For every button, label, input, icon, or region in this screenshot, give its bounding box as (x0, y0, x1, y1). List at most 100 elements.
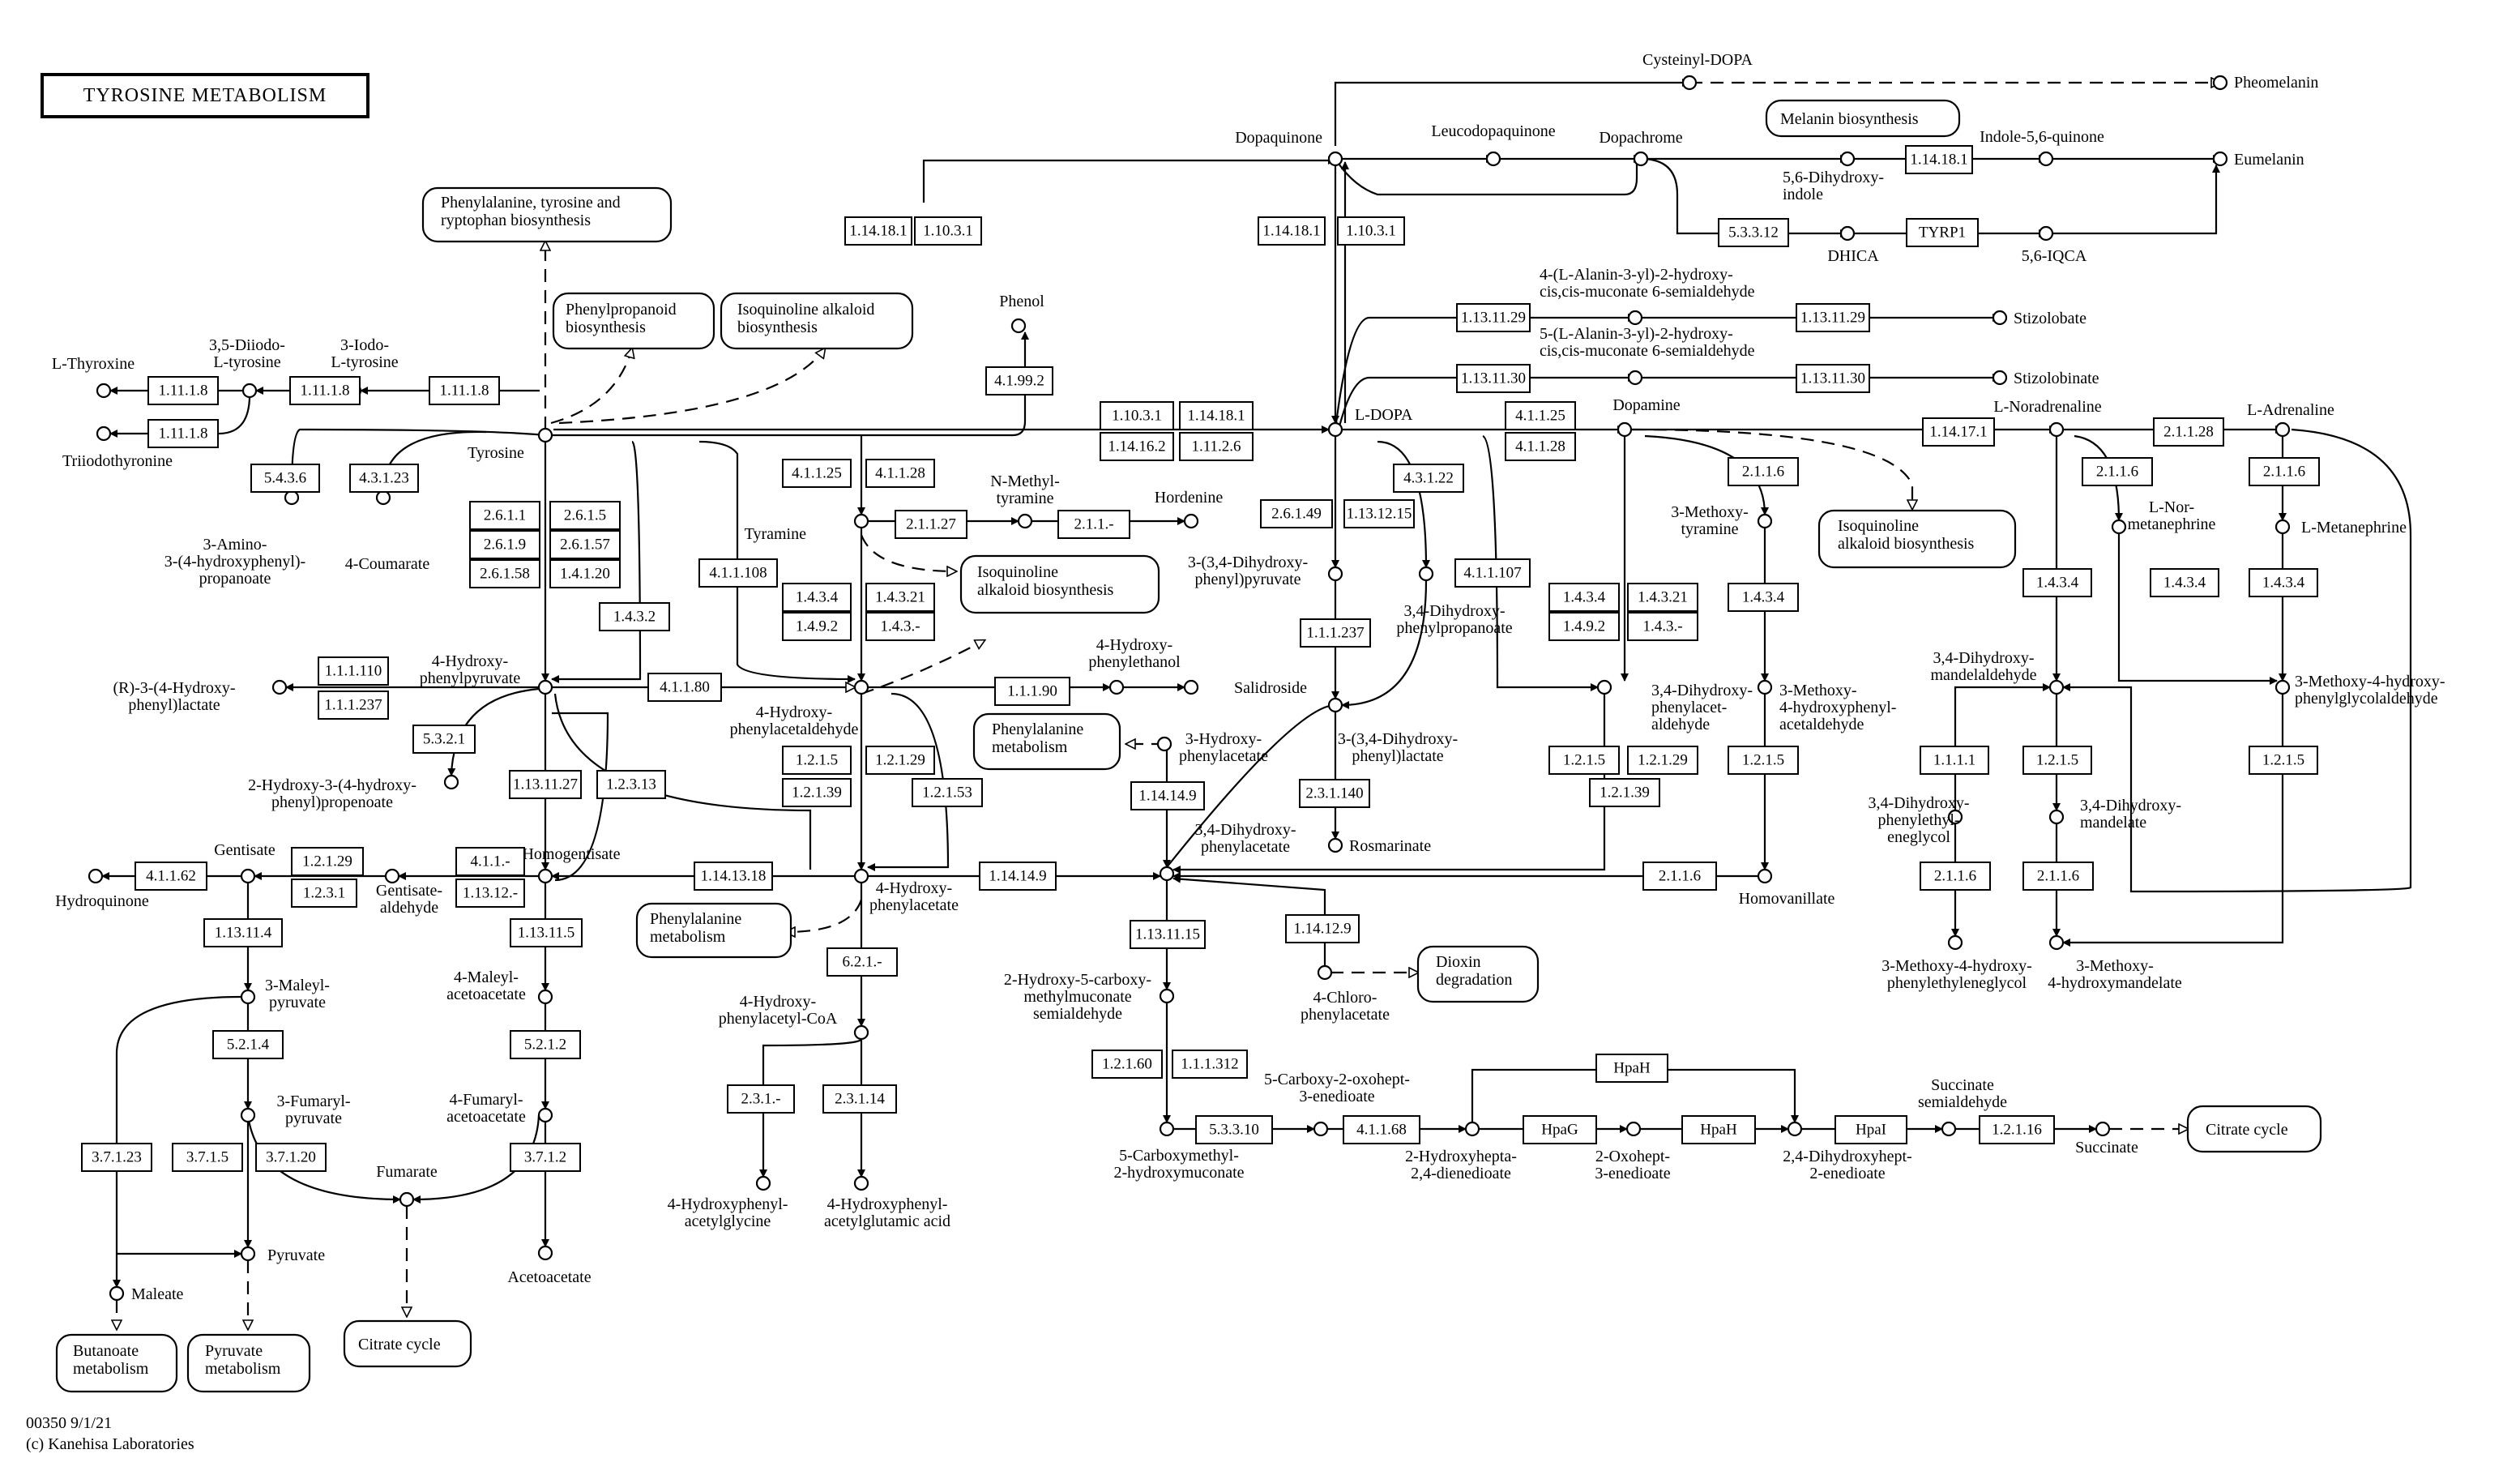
compound-ldopa[interactable]: L-DOPA (1327, 406, 1413, 438)
enzyme-box[interactable]: 4.1.1.107 (1454, 558, 1531, 588)
enzyme-box[interactable]: 1.14.18.1 (1258, 216, 1326, 246)
enzyme-box[interactable]: 5.3.3.12 (1718, 218, 1789, 247)
pathway-link-citrate1[interactable]: Citrate cycle (2186, 1105, 2322, 1153)
compound-node[interactable] (1839, 151, 1856, 167)
enzyme-box[interactable]: 1.14.18.1 (1905, 145, 1973, 174)
enzyme-box[interactable]: 1.4.3.4 (782, 583, 852, 612)
enzyme-box[interactable]: 2.1.1.6 (1920, 862, 1991, 891)
compound-node[interactable] (375, 490, 391, 506)
compound-node[interactable] (2212, 75, 2228, 91)
compound-nmethyltyramine[interactable]: N-Methyl-tyramine (990, 472, 1060, 529)
enzyme-box[interactable]: 1.1.1.1 (1920, 746, 1989, 775)
enzyme-box[interactable]: 1.4.3.4 (2022, 568, 2092, 597)
compound-node[interactable] (1839, 225, 1856, 242)
compound-chlorophenylacetate[interactable]: 4-Chloro-phenylacetate (1301, 964, 1390, 1024)
compound-coumarate[interactable]: 4-Coumarate (345, 490, 430, 573)
compound-triiodo[interactable]: Triiodothyronine (62, 425, 173, 470)
compound-node[interactable] (271, 679, 288, 695)
compound-node[interactable] (1617, 421, 1633, 438)
compound-methoxytyramine[interactable]: 3-Methoxy-tyramine (1671, 503, 1773, 538)
enzyme-box[interactable]: 2.6.1.5 (549, 501, 621, 530)
compound-node[interactable] (1327, 697, 1343, 713)
enzyme-box[interactable]: 5.4.3.6 (250, 464, 320, 493)
enzyme-box[interactable]: 1.14.17.1 (1922, 417, 1995, 447)
enzyme-box[interactable]: 1.2.1.5 (782, 746, 852, 775)
compound-node[interactable] (1992, 310, 2008, 326)
compound-node[interactable] (1485, 151, 1501, 167)
enzyme-box[interactable]: 1.2.1.60 (1091, 1050, 1163, 1079)
enzyme-box[interactable]: 4.1.99.2 (985, 366, 1053, 395)
compound-node[interactable] (1627, 310, 1643, 326)
compound-dhpacetaldehyde[interactable]: 3,4-Dihydroxy-phenylacet-aldehyde (1596, 679, 1753, 733)
enzyme-box[interactable]: HpaH (1595, 1054, 1668, 1083)
compound-node[interactable] (284, 490, 300, 506)
compound-node[interactable] (1941, 1121, 1957, 1137)
compound-fumarate[interactable]: Fumarate (376, 1163, 438, 1208)
compound-node[interactable] (537, 868, 553, 884)
enzyme-box[interactable]: 1.14.14.9 (979, 862, 1057, 891)
compound-node[interactable] (1108, 679, 1125, 695)
enzyme-box[interactable]: 1.4.3.21 (865, 583, 935, 612)
compound-hpacetate3[interactable]: 3-Hydroxy-phenylacetate (1156, 730, 1268, 765)
enzyme-box[interactable]: 4.1.1.80 (647, 673, 722, 702)
enzyme-box[interactable]: 4.1.1.25 (1505, 401, 1576, 430)
enzyme-box[interactable]: 1.4.3.21 (1627, 583, 1698, 612)
compound-node[interactable] (88, 868, 104, 884)
compound-dihydroxyhept[interactable]: 2,4-Dihydroxyhept-2-enedioate (1783, 1121, 1912, 1182)
enzyme-box[interactable]: 1.1.1.312 (1172, 1050, 1248, 1079)
compound-maleate[interactable]: Maleate (109, 1285, 184, 1303)
enzyme-box[interactable]: 1.13.12.- (455, 879, 525, 908)
enzyme-box[interactable]: 2.3.1.- (727, 1084, 795, 1114)
compound-hydroxyhepta[interactable]: 2-Hydroxyhepta-2,4-dienedioate (1405, 1121, 1517, 1182)
enzyme-box[interactable]: 1.2.1.5 (2249, 746, 2318, 775)
compound-oxohept[interactable]: 2-Oxohept-3-enedioate (1595, 1121, 1671, 1182)
compound-pyruvate[interactable]: Pyruvate (240, 1246, 325, 1264)
enzyme-box[interactable]: 2.1.1.6 (1642, 862, 1717, 891)
enzyme-box[interactable]: 4.1.1.- (455, 847, 525, 876)
compound-hpp[interactable]: 4-Hydroxy-phenylpyruvate (420, 652, 553, 695)
compound-dopaquinone[interactable]: Dopaquinone (1235, 129, 1343, 167)
enzyme-box[interactable]: 1.1.1.237 (1300, 618, 1371, 648)
enzyme-box[interactable]: 1.11.1.8 (289, 376, 361, 405)
enzyme-box[interactable]: 1.13.11.29 (1456, 303, 1531, 332)
compound-node[interactable] (1017, 513, 1033, 529)
enzyme-box[interactable]: 4.1.1.108 (698, 558, 778, 588)
compound-node[interactable] (2048, 934, 2065, 951)
enzyme-box[interactable]: 1.1.1.110 (318, 656, 389, 686)
enzyme-box[interactable]: 1.2.1.29 (865, 746, 935, 775)
compound-fumarylacetoacetate[interactable]: 4-Fumaryl-acetoacetate (446, 1091, 553, 1126)
compound-node[interactable] (384, 868, 400, 884)
enzyme-box[interactable]: 2.1.1.6 (2022, 862, 2094, 891)
enzyme-box[interactable]: 2.1.1.- (1057, 510, 1130, 539)
compound-hordenine[interactable]: Hordenine (1155, 489, 1224, 529)
compound-node[interactable] (2038, 151, 2054, 167)
compound-hpacetate4[interactable]: 4-Hydroxy-phenylacetate (853, 868, 959, 914)
compound-node[interactable] (853, 1175, 869, 1191)
compound-acetoacetate[interactable]: Acetoacetate (507, 1245, 592, 1286)
enzyme-box[interactable]: 1.13.11.27 (509, 770, 582, 799)
enzyme-box[interactable]: 1.11.1.8 (147, 419, 219, 448)
compound-thyroxine[interactable]: L-Thyroxine (52, 355, 135, 399)
enzyme-box[interactable]: HpaH (1681, 1115, 1756, 1144)
compound-amino[interactable]: 3-Amino-3-(4-hydroxyphenyl)-propanoate (164, 490, 305, 588)
enzyme-box[interactable]: 1.4.3.- (865, 612, 935, 641)
compound-acetylglutamic[interactable]: 4-Hydroxyphenyl-acetylglutamic acid (824, 1175, 950, 1230)
compound-dhi[interactable]: 5,6-Dihydroxy-indole (1783, 151, 1884, 203)
enzyme-box[interactable]: 1.10.3.1 (914, 216, 982, 246)
enzyme-box[interactable]: 1.4.1.20 (549, 559, 621, 588)
compound-pheomelanin[interactable]: Pheomelanin (2212, 74, 2318, 92)
enzyme-box[interactable]: 1.13.11.4 (203, 918, 283, 947)
compound-fumarylpyruvate[interactable]: 3-Fumaryl-pyruvate (240, 1092, 351, 1127)
compound-rosmarinate[interactable]: Rosmarinate (1327, 837, 1431, 855)
compound-node[interactable] (1313, 1121, 1329, 1137)
compound-node[interactable] (853, 513, 869, 529)
enzyme-box[interactable]: 4.3.1.23 (349, 464, 419, 493)
compound-salidroside[interactable]: Salidroside (1183, 679, 1307, 697)
compound-hpacetylcoa[interactable]: 4-Hydroxy-phenylacetyl-CoA (719, 993, 869, 1041)
compound-node[interactable] (1947, 809, 1963, 825)
